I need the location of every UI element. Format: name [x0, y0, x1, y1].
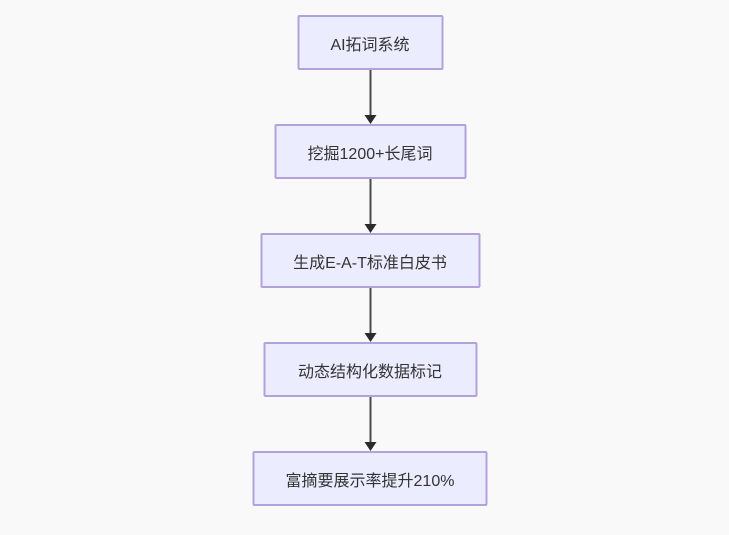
flow-node-dynamic-structured-data-markup: 动态结构化数据标记	[263, 342, 477, 397]
flow-node-ai-keyword-system: AI拓词系统	[297, 15, 443, 70]
flow-arrow	[364, 70, 376, 124]
arrow-line	[369, 288, 371, 333]
flow-node-mine-longtail-words: 挖掘1200+长尾词	[274, 124, 466, 179]
arrowhead-down-icon	[364, 333, 376, 342]
flow-node-label: 生成E-A-T标准白皮书	[293, 254, 447, 272]
arrowhead-down-icon	[364, 442, 376, 451]
arrowhead-down-icon	[364, 115, 376, 124]
flow-node-generate-eat-whitepaper: 生成E-A-T标准白皮书	[260, 233, 480, 288]
flow-arrow	[364, 397, 376, 451]
flow-node-label: AI拓词系统	[330, 36, 410, 54]
flow-node-label: 富摘要展示率提升210%	[285, 472, 455, 490]
arrow-line	[369, 70, 371, 115]
flowchart: AI拓词系统 挖掘1200+长尾词 生成E-A-T标准白皮书 动态结构化数据标记…	[252, 15, 488, 506]
flow-arrow	[364, 179, 376, 233]
flow-node-label: 动态结构化数据标记	[297, 363, 442, 381]
flow-arrow	[364, 288, 376, 342]
arrowhead-down-icon	[364, 224, 376, 233]
arrow-line	[369, 397, 371, 442]
arrow-line	[369, 179, 371, 224]
flow-node-label: 挖掘1200+长尾词	[307, 145, 433, 163]
flow-node-rich-snippet-rate-up: 富摘要展示率提升210%	[252, 451, 488, 506]
